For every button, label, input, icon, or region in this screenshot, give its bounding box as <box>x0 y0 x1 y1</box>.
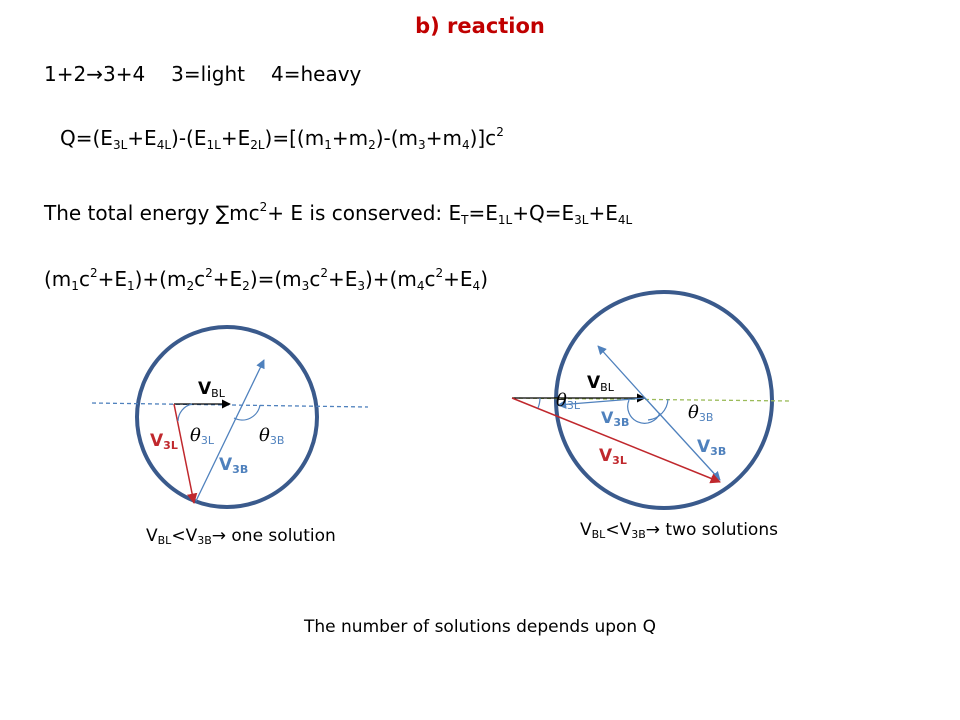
v3l-arrow <box>511 397 721 484</box>
v3b-arrow <box>195 359 265 502</box>
theta3l-label: θ3L <box>190 425 215 447</box>
theta3b-arc <box>233 404 261 421</box>
v3b-outer-arrow <box>644 397 721 481</box>
v3l-arrow <box>173 403 198 505</box>
caption-one-solution: VBL<V3B→ one solution <box>146 526 336 547</box>
theta3l-arc <box>537 397 541 409</box>
v3l-label: V3L <box>150 431 178 452</box>
beam-axis-dashed <box>511 397 793 402</box>
energy-conservation-line: The total energy ∑mc2+ E is conserved: E… <box>44 200 633 227</box>
vbl-label: VBL <box>198 379 226 400</box>
theta3l-arc <box>177 403 193 422</box>
vbl-label: VBL <box>587 373 615 394</box>
v3l-label: V3L <box>599 446 627 467</box>
theta3b-inner-arc <box>627 399 661 424</box>
theta3b-arc <box>647 398 669 421</box>
diagram-two-solutions <box>511 290 793 510</box>
velocity-circle <box>135 325 319 509</box>
total-energy-equation: (m1c2+E1)+(m2c2+E2)=(m3c2+E3)+(m4c2+E4) <box>44 266 488 293</box>
velocity-circle <box>554 290 774 510</box>
theta3l-label: θ3L <box>556 390 581 412</box>
q-value-equation: Q=(E3L+E4L)-(E1L+E2L)=[(m1+m2)-(m3+m4)]c… <box>60 125 504 152</box>
reaction-equation: 1+2→3+4 <box>44 62 146 86</box>
v3b-backward-line <box>597 345 646 399</box>
v3b-label: V3B <box>219 455 248 476</box>
theta3b-label: θ3B <box>259 425 284 447</box>
v3b-outer-label: V3B <box>697 437 726 458</box>
diagram-one-solution <box>91 325 369 509</box>
caption-two-solutions: VBL<V3B→ two solutions <box>580 520 778 541</box>
bottom-note: The number of solutions depends upon Q <box>304 617 656 637</box>
heavy-definition: 4=heavy <box>270 62 362 86</box>
light-definition: 3=light <box>171 62 245 86</box>
section-title: b) reaction <box>415 14 545 38</box>
v3b-inner-label: V3B <box>601 408 629 429</box>
reaction-line: 1+2→3+4 3=light 4=heavy <box>44 62 361 86</box>
v3b-inner-arrow <box>557 397 646 409</box>
theta3b-label: θ3B <box>688 402 713 424</box>
